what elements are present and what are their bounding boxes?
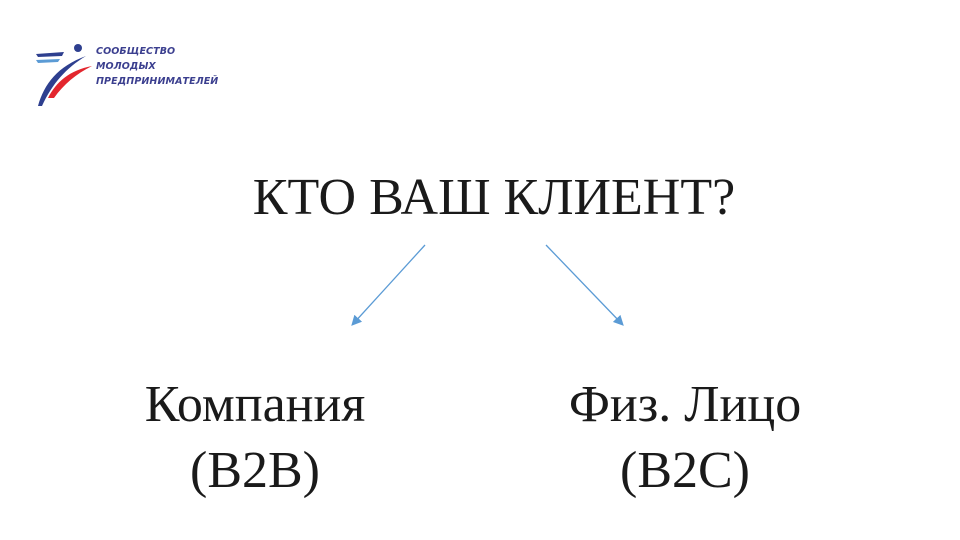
logo-text-line3: ПРЕДПРИНИМАТЕЛЕЙ [96,76,219,87]
option-company: Компания (B2B) [110,372,400,504]
option-individual-label: Физ. Лицо [568,376,802,433]
organization-logo: СООБЩЕСТВО МОЛОДЫХ ПРЕДПРИНИМАТЕЛЕЙ [34,40,224,110]
logo-text-line2: МОЛОДЫХ [96,61,156,72]
option-individual: Физ. Лицо (B2C) [540,372,830,504]
logo-text-line1: СООБЩЕСТВО [96,46,176,57]
left-arrow [351,244,426,326]
option-individual-code: (B2C) [620,442,750,499]
option-company-code: (B2B) [190,442,320,499]
option-company-label: Компания [144,376,366,433]
runner-logo-icon [36,44,92,106]
slide-question: КТО ВАШ КЛИЕНТ? [252,169,736,226]
logo-text: СООБЩЕСТВО МОЛОДЫХ ПРЕДПРИНИМАТЕЛЕЙ [96,44,218,89]
right-arrow [545,244,624,326]
